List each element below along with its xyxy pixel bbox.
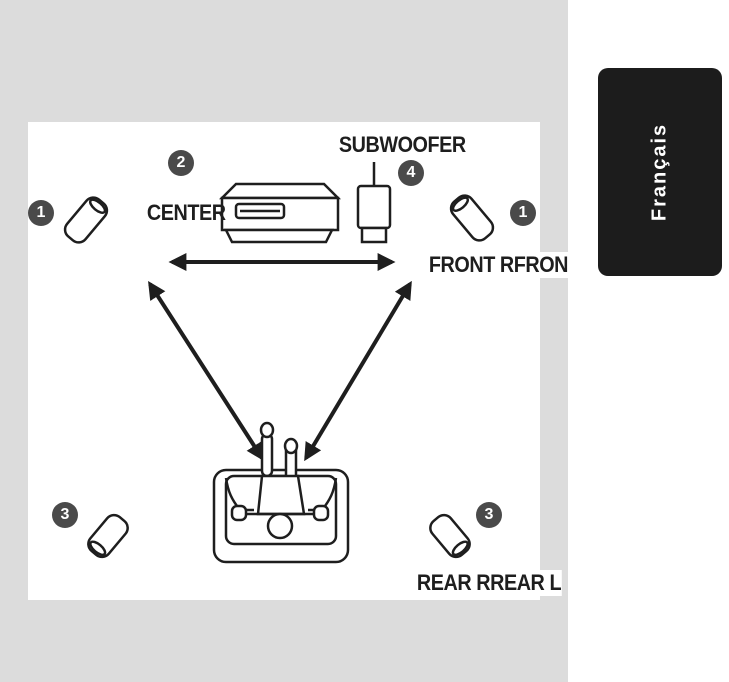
label-subwoofer: SUBWOOFER (338, 132, 467, 158)
label-rear: REAR RREAR L (416, 570, 563, 596)
language-tab-label: Français (648, 122, 671, 222)
center-speaker-icon (218, 182, 342, 244)
badge-subwoofer: 4 (398, 160, 424, 186)
badge-front-left: 1 (28, 200, 54, 226)
badge-rear-left: 3 (52, 502, 78, 528)
label-front: FRONT RFRON (428, 252, 569, 278)
badge-rear-right: 3 (476, 502, 502, 528)
arrow-left-to-listener (148, 280, 264, 462)
front-left-speaker-icon (63, 196, 109, 244)
rear-right-speaker-icon (429, 513, 471, 559)
badge-front-right: 1 (510, 200, 536, 226)
subwoofer-icon (356, 162, 392, 244)
label-center: CENTER (146, 200, 226, 225)
rear-left-speaker-icon (87, 513, 129, 559)
arrow-right-to-listener (304, 280, 412, 462)
language-tab[interactable]: Français (598, 68, 722, 276)
badge-center: 2 (168, 150, 194, 176)
front-right-speaker-icon (449, 194, 495, 242)
listener-chair-icon (212, 421, 350, 564)
